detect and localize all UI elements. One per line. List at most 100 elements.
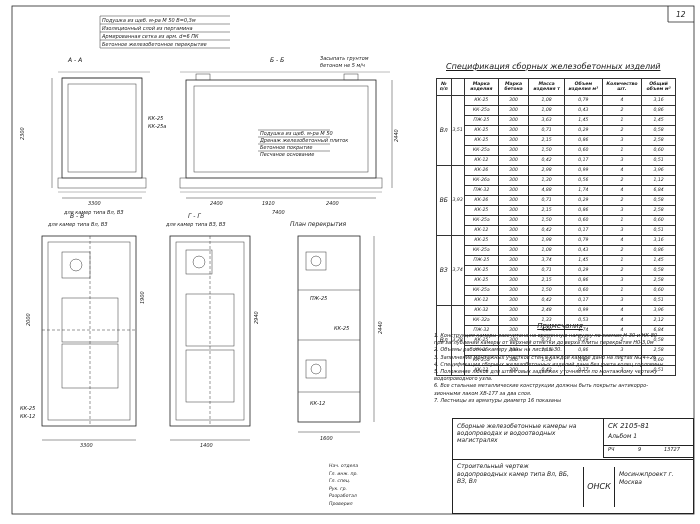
dim-v2: 2440 — [394, 129, 400, 142]
spec-cell: 0,79 — [563, 95, 603, 106]
spec-title: Спецификация сборных железобетонных изде… — [446, 62, 661, 71]
note-item: 6. Все стальные металлические конструкци… — [434, 383, 648, 390]
spec-cell: 6,84 — [641, 185, 676, 196]
spec-cell: ПЖ-25 — [463, 115, 499, 126]
spec-cell: 1 — [601, 115, 643, 126]
spec-group-name: Вл — [436, 95, 452, 166]
layers-callout: Подушка из щеб. м-ра М 50 Дренаж железоб… — [258, 129, 348, 158]
spec-cell: 3 — [601, 295, 643, 306]
spec-cell: КК-26 — [463, 195, 499, 206]
spec-cell: 0,86 — [563, 275, 603, 286]
spec-cell: 300 — [497, 295, 530, 306]
spec-cell: 1,45 — [641, 255, 676, 266]
spec-cell: 2 — [601, 175, 643, 186]
spec-cell: 0,60 — [563, 285, 603, 296]
spec-cell: 0,29 — [563, 195, 603, 206]
spec-cell: 4 — [601, 305, 643, 316]
note-item: 4. Спецификация сборных железобетонных и… — [434, 361, 665, 368]
spec-cell: 1 — [601, 285, 643, 296]
spec-cell: 0,42 — [528, 155, 565, 166]
spec-cell: 1,45 — [641, 115, 676, 126]
spec-cell: КК-32 — [463, 305, 499, 316]
title-org: Мосинжпроект г. Москва — [619, 471, 674, 486]
dim-d1-vv: 3300 — [80, 443, 93, 449]
spec-cell: 300 — [497, 265, 530, 276]
title-description: Сборные железобетонные камеры на водопро… — [457, 423, 577, 444]
spec-cell: КК-26 — [463, 165, 499, 176]
spec-cell: 0,86 — [563, 135, 603, 146]
dim-d3: 1910 — [262, 201, 275, 207]
spec-cell: 300 — [497, 285, 530, 296]
title-album: Альбом 1 — [608, 433, 638, 440]
spec-header-cell: Марка бетона — [497, 78, 530, 96]
spec-cell: КК-25 — [463, 125, 499, 136]
spec-cell: 2 — [601, 105, 643, 116]
spec-header-cell — [450, 78, 465, 96]
spec-cell: 4,88 — [528, 185, 565, 196]
spec-cell: 3 — [601, 225, 643, 236]
spec-cell: КК-25 — [463, 235, 499, 246]
section-gg: Г - Г для камер типа ВЗ, ВЗ 1400 2940 — [165, 213, 260, 449]
spec-cell: 300 — [497, 145, 530, 156]
dim-v4: 2940 — [254, 311, 260, 324]
spec-cell: 0,17 — [563, 225, 603, 236]
section-gg-caption: для камер типа ВЗ, ВЗ — [165, 222, 226, 228]
role-label: Рук. гр. — [329, 486, 347, 492]
spec-cell: 3 — [601, 155, 643, 166]
callout-line: Подушка из щеб. м-ра М 50 В=0,3м — [102, 18, 196, 24]
spec-cell: 300 — [497, 255, 530, 266]
section-gg-label: Г - Г — [188, 213, 201, 220]
spec-cell: 0,71 — [528, 195, 565, 206]
spec-cell: 4 — [601, 235, 643, 246]
spec-cell: 2,58 — [641, 135, 676, 146]
spec-cell: 0,58 — [641, 265, 676, 276]
title-stage: РЧ — [608, 447, 615, 453]
spec-cell: КК-25а — [463, 285, 499, 296]
spec-cell: 0,71 — [528, 125, 565, 136]
note-item: зионными лаком ХВ-177 за два слоя. — [434, 390, 532, 397]
notes-title: Примечания — [537, 322, 583, 330]
spec-cell: 1 — [601, 255, 643, 266]
spec-cell: КК-25 — [463, 135, 499, 146]
spec-cell: 2,15 — [528, 275, 565, 286]
spec-header-cell: Количество шт. — [601, 78, 643, 96]
section-vv-caption: для камер типа Вл, ВЗ — [47, 222, 108, 228]
spec-group-code: 3,93 — [450, 165, 465, 236]
spec-cell: 1,50 — [528, 215, 565, 226]
spec-cell: 0,51 — [641, 365, 676, 376]
spec-cell: КК-25а — [463, 145, 499, 156]
dim-v5: 1900 — [140, 291, 146, 304]
svg-text:Бетонное покрытие: Бетонное покрытие — [260, 145, 312, 151]
spec-cell: 1,45 — [563, 255, 603, 266]
spec-cell: 4 — [601, 185, 643, 196]
spec-cell: 4 — [601, 95, 643, 106]
spec-cell: 300 — [497, 95, 530, 106]
section-aa: А - А 2300 3300 для камер типа Вл, ВЗ КК… — [20, 57, 166, 216]
spec-cell: 3,74 — [528, 255, 565, 266]
spec-cell: 1 — [601, 215, 643, 226]
dim-v7: 1400 — [200, 443, 213, 449]
notes-list: 1. Конструкция камеры рассчитана на врем… — [434, 333, 686, 405]
spec-cell: 300 — [497, 215, 530, 226]
section-aa-caption: для камер типа Вл, ВЗ — [63, 210, 124, 216]
section-aa-label: А - А — [67, 57, 82, 64]
spec-cell: 1,30 — [528, 175, 565, 186]
role-label: Нач. отдела — [329, 464, 359, 469]
spec-cell: 300 — [497, 235, 530, 246]
spec-cell: 300 — [497, 305, 530, 316]
title-block: Сборные железобетонные камеры на водопро… — [329, 418, 694, 514]
spec-cell: 0,58 — [641, 125, 676, 136]
svg-text:Подушка из щеб. м-ра М 50: Подушка из щеб. м-ра М 50 — [260, 131, 333, 137]
dim-d2b: 2400 — [326, 201, 339, 207]
spec-cell: 2,15 — [528, 205, 565, 216]
